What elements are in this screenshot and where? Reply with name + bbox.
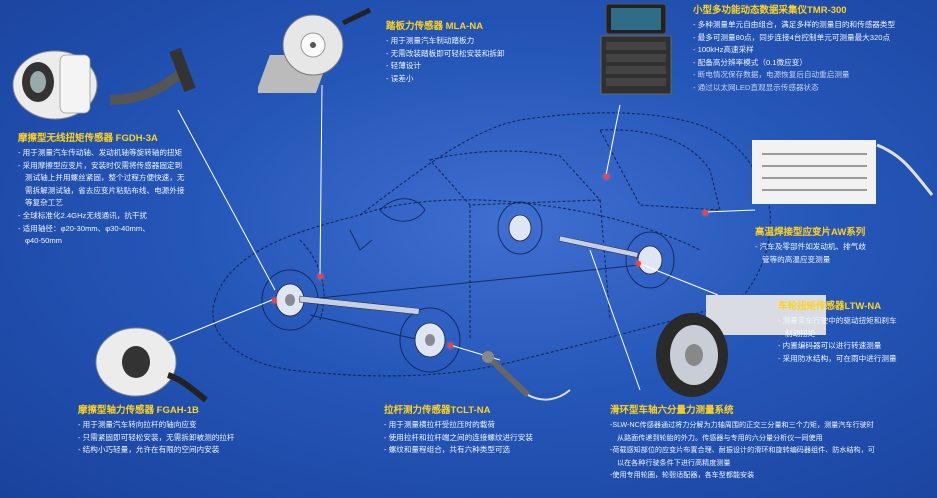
panel-fgah: 摩擦型轴力传感器 FGAH-1B - 用于测量汽车转向拉杆的轴向应变 - 只需紧… <box>78 404 235 457</box>
panel-mla: 踏板力传感器 MLA-NA - 用于测量汽车制动踏板力 - 无需改装踏板即可轻松… <box>386 20 505 85</box>
feature-item: - 用于测量横拉杆受拉压时的载荷 <box>384 420 495 429</box>
feature-item: 测试轴上并用螺丝紧固，整个过程方便快速，无 <box>25 173 185 183</box>
aw-cable-image <box>876 143 934 196</box>
ltw-wheel-image <box>656 313 728 397</box>
panel-title: 滑环型车轴六分量力测量系统 <box>610 405 734 416</box>
feature-item: - 适用轴径：φ20-30mm、φ30-40mm、 <box>18 223 150 233</box>
feature-list: - 汽车及零部件如发动机、排气歧 管等的高温应变测量 <box>755 241 866 266</box>
marker-dot <box>703 210 708 215</box>
mla-sensor-image <box>258 7 372 93</box>
feature-list: - 用于测量横拉杆受拉压时的载荷 - 使用拉杆和拉杆端之间的连接螺纹进行安装 -… <box>384 419 533 457</box>
marker-dot <box>604 174 609 179</box>
feature-item: 等复杂工艺 <box>25 198 63 208</box>
tmr-device-image <box>600 3 672 95</box>
feature-list: - 多种测量单元自由组合，满足多样的测量目的和传感器类型 - 最多可测量80点，… <box>693 19 895 95</box>
marker-dot <box>318 274 323 279</box>
feature-item: - 断电情况保存数据，电源恢复后自动重启测量 <box>693 70 850 80</box>
feature-item: - 轻薄设计 <box>386 61 422 71</box>
feature-list: - 用于测量汽车转向拉杆的轴向应变 - 只需紧固即可轻松安装，无需拆卸被测的拉杆… <box>78 419 235 457</box>
panel-title: 高温焊接型应变片AW系列 <box>755 227 866 238</box>
feature-item: - 通过以太网LED直观显示传感器状态 <box>693 82 819 92</box>
feature-item: - 螺纹和量程组合，共有六种类型可选 <box>384 445 511 455</box>
fgdh-sensor-image <box>12 47 196 120</box>
feature-item: - 误差小 <box>386 73 414 83</box>
feature-item: - 结构小巧轻量，允许在有限的空间内安装 <box>78 445 220 455</box>
fgah-sensor-image <box>95 327 208 403</box>
panel-aw: 高温焊接型应变片AW系列 - 汽车及零部件如发动机、排气歧 管等的高温应变测量 <box>755 226 866 266</box>
feature-item: -SLW-NC传感器通过将力分解为力轴周围的正交三分量和三个力矩，测量汽车行驶时 <box>610 421 874 429</box>
feature-item: 管等的高温应变测量 <box>762 254 831 264</box>
feature-item: - 100kHz高速采样 <box>693 45 754 55</box>
feature-item: φ40-50mm <box>25 236 62 246</box>
aw-gauge-image <box>752 140 876 204</box>
panel-fgdh: 摩擦型无线扭矩传感器 FGDH-3A - 用于测量汽车传动轴、发动机轴等旋转轴的… <box>18 132 184 248</box>
feature-item: - 配备高分辨率模式（0.1微应变） <box>693 57 807 67</box>
feature-item: - 采用防水结构，可在雨中进行测量 <box>778 353 897 363</box>
panel-title: 车轮扭矩传感器LTW-NA <box>778 301 882 312</box>
feature-item: - 只需紧固即可轻松安装，无需拆卸被测的拉杆 <box>78 432 235 442</box>
panel-tmr: 小型多功能动态数据采集仪TMR-300 - 多种测量单元自由组合，满足多样的测量… <box>693 4 895 95</box>
feature-item: 需拆解测试轴，省去应变片粘贴布线、电源外接 <box>25 185 185 195</box>
feature-list: - 用于测量汽车制动踏板力 - 无需改装踏板即可轻松安装和拆卸 - 轻薄设计 -… <box>386 35 505 85</box>
feature-item: -荷载感知部位的应变片布置合理、耐振设计的滑环和旋转编码器组件、防水结构，可 <box>610 446 875 455</box>
marker-dot <box>272 298 277 303</box>
feature-item: - 汽车及零部件如发动机、排气歧 <box>755 242 866 251</box>
feature-item: - 测量实车行驶中的驱动扭矩和刹车 <box>778 316 897 325</box>
feature-item: 从路面传递到轮胎的外力。传感器与专用的六分量分析仪一同使用 <box>617 433 823 442</box>
feature-item: - 无需改装踏板即可轻松安装和拆卸 <box>386 48 505 58</box>
panel-title: 摩擦型无线扭矩传感器 FGDH-3A <box>18 133 158 144</box>
feature-item: 以在各种行驶条件下进行高精度测量 <box>617 458 731 467</box>
feature-item: - 最多可测量80点，同步连接4台控制单元可测量最大320点 <box>693 32 891 42</box>
panel-ltw: 车轮扭矩传感器LTW-NA - 测量实车行驶中的驱动扭矩和刹车 制动扭矩 - 内… <box>778 300 897 365</box>
feature-item: - 用于测量汽车传动轴、发动机轴等旋转轴的扭矩 <box>18 148 183 157</box>
feature-item: - 用于测量汽车制动踏板力 <box>386 36 475 45</box>
panel-title: 拉杆测力传感器TCLT-NA <box>384 405 491 416</box>
marker-dot <box>636 261 641 266</box>
panel-title: 踏板力传感器 MLA-NA <box>386 21 484 32</box>
marker-dot <box>448 343 453 348</box>
feature-item: - 用于测量汽车转向拉杆的轴向应变 <box>78 420 197 429</box>
tcl-sensor-image <box>482 351 571 401</box>
feature-item: -使用专用轮圈，轮毂适配器，各车型都能安装 <box>610 471 755 480</box>
feature-list: -SLW-NC传感器通过将力分解为力轴周围的正交三分量和三个力矩，测量汽车行驶时… <box>610 419 875 482</box>
feature-item: - 全球标准化2.4GHz无线通讯，抗干扰 <box>18 210 148 220</box>
panel-title: 摩擦型轴力传感器 FGAH-1B <box>78 405 199 416</box>
feature-item: - 多种测量单元自由组合，满足多样的测量目的和传感器类型 <box>693 20 896 29</box>
feature-item: 制动扭矩 <box>785 328 816 338</box>
feature-item: - 内置编码器可以进行转速测量 <box>778 341 882 351</box>
feature-item: - 使用拉杆和拉杆端之间的连接螺纹进行安装 <box>384 432 533 442</box>
panel-slw: 滑环型车轴六分量力测量系统 -SLW-NC传感器通过将力分解为力轴周围的正交三分… <box>610 404 875 482</box>
feature-item: - 采用摩擦型应变片，安装时仅需将传感器固定到 <box>18 160 183 170</box>
feature-list: - 用于测量汽车传动轴、发动机轴等旋转轴的扭矩 - 采用摩擦型应变片，安装时仅需… <box>18 147 184 248</box>
panel-title: 小型多功能动态数据采集仪TMR-300 <box>693 5 847 16</box>
panel-tcl: 拉杆测力传感器TCLT-NA - 用于测量横拉杆受拉压时的载荷 - 使用拉杆和拉… <box>384 404 533 457</box>
feature-list: - 测量实车行驶中的驱动扭矩和刹车 制动扭矩 - 内置编码器可以进行转速测量 -… <box>778 315 897 365</box>
ltw-sensor-image <box>706 295 826 335</box>
